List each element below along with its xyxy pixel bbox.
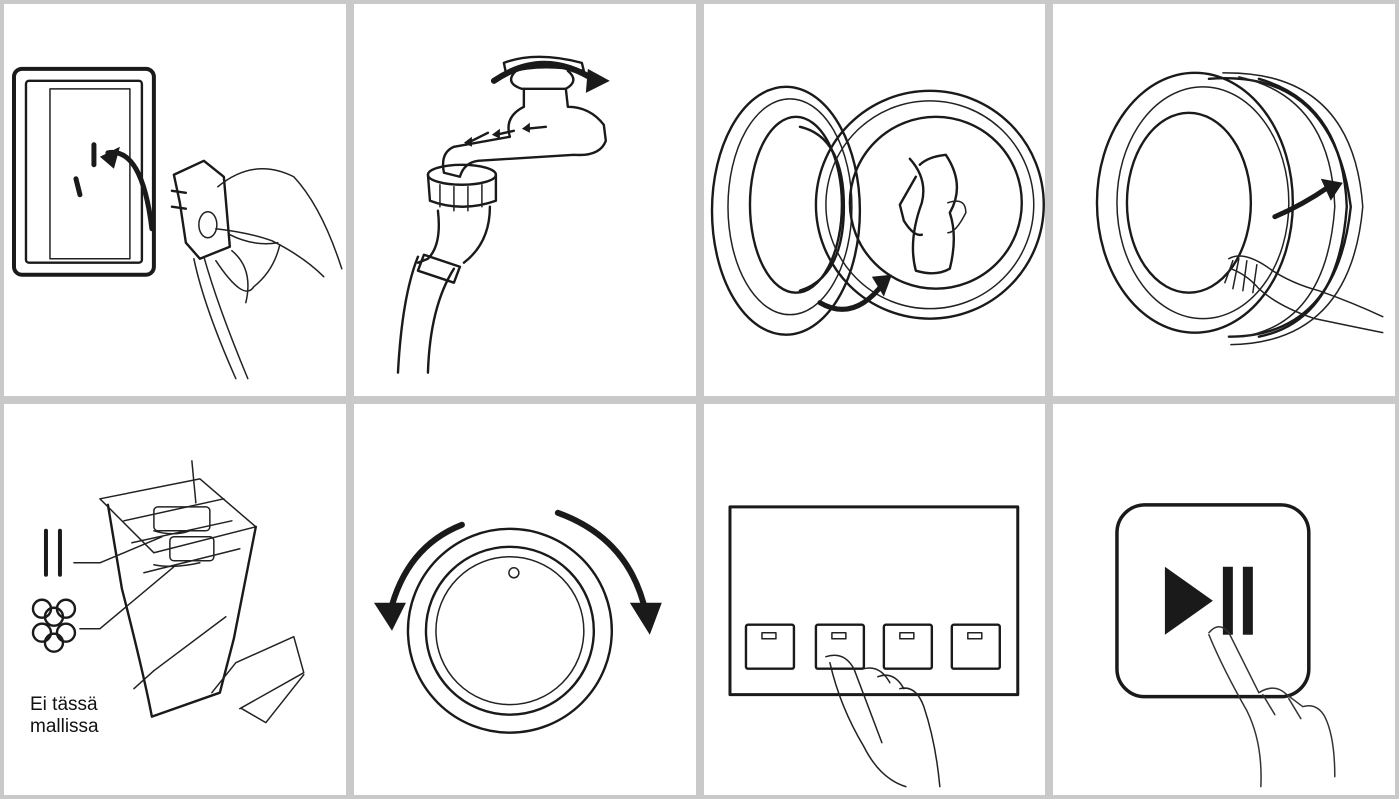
close-door-icon [1096, 71, 1384, 346]
step-start-pause-panel [1053, 403, 1395, 795]
flower-softener-icon [31, 598, 77, 653]
option-button-2 [814, 623, 865, 670]
option-buttons-panel-icon [727, 504, 1019, 787]
instruction-grid: Ei tässä mallissa [4, 4, 1395, 795]
option-button-4 [950, 623, 1001, 670]
detergent-drawer-icon [31, 459, 305, 723]
step-open-tap-panel [353, 4, 696, 396]
step-program-knob-panel [353, 403, 696, 795]
step-load-laundry-panel [703, 4, 1046, 396]
start-pause-button-icon [1115, 502, 1336, 787]
load-laundry-drum-icon [710, 85, 1045, 336]
drawer-compartment-label: Ei tässä mallissa [30, 693, 99, 737]
step-close-door-panel [1053, 4, 1395, 396]
program-selector-knob-icon [373, 509, 662, 734]
option-button-3 [882, 623, 933, 670]
step-option-buttons-panel [703, 403, 1046, 795]
step-plug-in-panel [4, 4, 346, 396]
open-water-tap-icon [396, 55, 610, 374]
option-button-1 [744, 623, 795, 670]
plug-into-socket-icon [11, 66, 343, 380]
finger-pointer [1208, 625, 1336, 787]
step-detergent-drawer-panel: Ei tässä mallissa [4, 403, 346, 795]
